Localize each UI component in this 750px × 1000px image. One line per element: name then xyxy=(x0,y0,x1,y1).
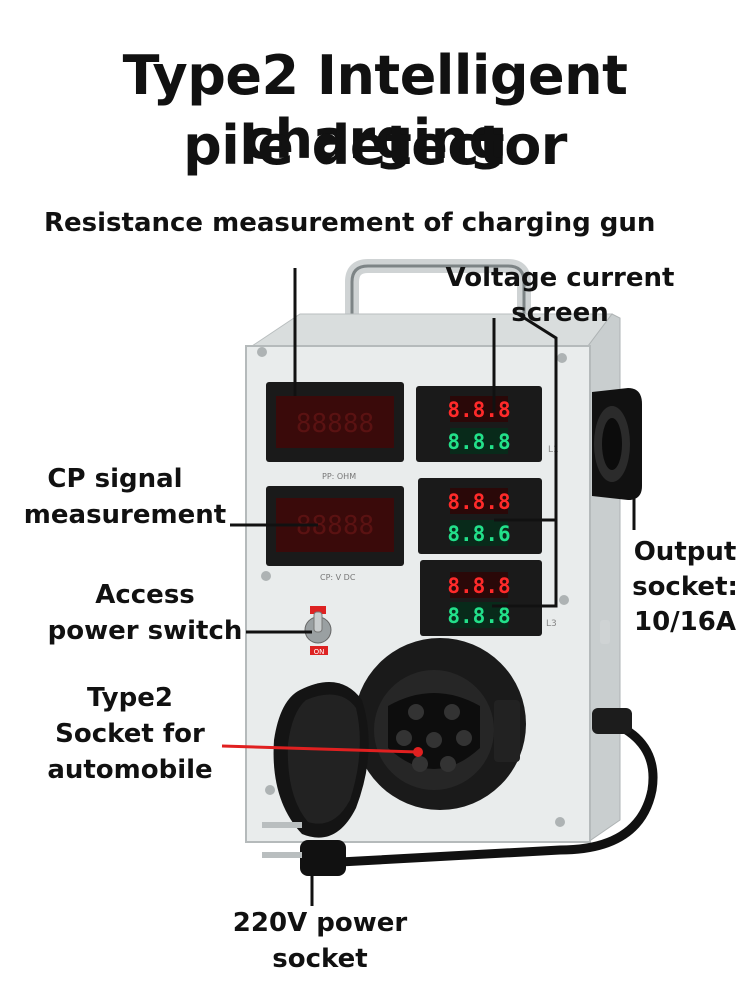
callout-lines xyxy=(221,268,636,906)
svg-text:88888: 88888 xyxy=(296,409,374,439)
output-label-line-2: socket: xyxy=(632,572,738,602)
voltage-label-line-2: screen xyxy=(511,298,609,328)
power-label-line-1: 220V power xyxy=(232,908,408,938)
cp-caption: CP: V DC xyxy=(320,573,356,582)
type2-label-line-3: automobile xyxy=(47,755,213,785)
pp-resistance-display: 88888 xyxy=(266,382,404,462)
meter-l3-current: 8.8.8 xyxy=(447,604,510,628)
cp-label-line-1: CP signal xyxy=(47,464,183,494)
meter-l1-current: 8.8.8 xyxy=(447,430,510,454)
type2-label-line-2: Socket for xyxy=(55,719,205,749)
title-line-1: Type2 Intelligent charging xyxy=(122,44,628,171)
title-line-2: pile detector xyxy=(183,114,567,177)
output-socket xyxy=(592,388,642,500)
meter-l3-phase: L3 xyxy=(546,619,557,629)
socket-cover xyxy=(273,682,369,838)
meter-l1-phase: L1 xyxy=(548,445,559,455)
meter-l3: 8.8.8 8.8.8 L3 xyxy=(420,560,557,636)
output-label-line-1: Output xyxy=(633,537,737,567)
output-label-line-3: 10/16A xyxy=(634,607,736,637)
voltage-label-line-1: Voltage current xyxy=(445,263,675,293)
meter-l2-voltage: 8.8.8 xyxy=(447,490,510,514)
meter-l3-voltage: 8.8.8 xyxy=(447,574,510,598)
resistance-label: Resistance measurement of charging gun xyxy=(44,208,656,238)
cp-label-line-2: measurement xyxy=(23,500,227,530)
meter-l1: 8.8.8 8.8.8 L1 xyxy=(416,386,559,462)
cp-signal-display: 88888 xyxy=(266,486,404,566)
type2-label-line-1: Type2 xyxy=(87,683,173,713)
pp-caption: PP: OHM xyxy=(322,472,356,481)
access-label-line-2: power switch xyxy=(47,616,243,646)
meter-l2-current: 8.8.6 xyxy=(447,522,510,546)
access-label-line-1: Access xyxy=(95,580,195,610)
meter-l2: 8.8.8 8.8.6 xyxy=(418,478,542,554)
type2-socket xyxy=(354,638,526,810)
meter-l1-voltage: 8.8.8 xyxy=(447,398,510,422)
power-label-line-2: socket xyxy=(272,944,368,974)
switch-on-label: ON xyxy=(314,648,325,656)
access-power-switch: ON xyxy=(304,606,332,656)
